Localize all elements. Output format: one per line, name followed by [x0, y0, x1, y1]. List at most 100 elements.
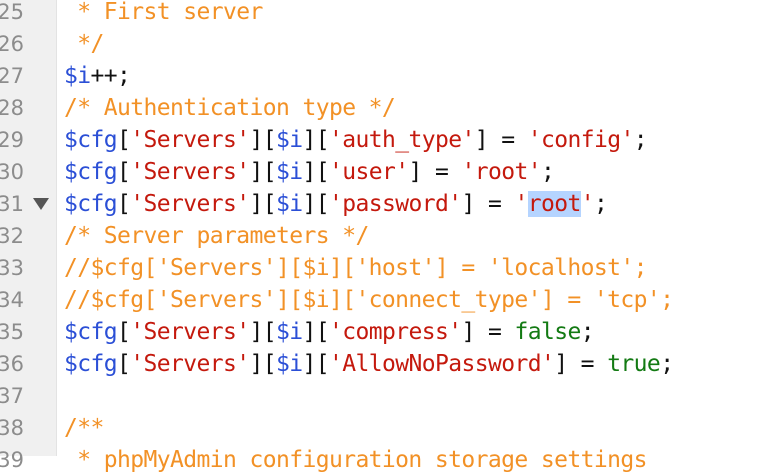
code-token: ][ [302, 191, 329, 217]
code-token: ] = [554, 351, 608, 377]
line-number: 36 [0, 352, 24, 376]
code-line[interactable]: 27 $i++; [0, 60, 770, 92]
code-text[interactable]: $cfg['Servers'][$i]['auth_type'] = 'conf… [64, 124, 648, 156]
code-text[interactable]: $cfg['Servers'][$i]['password'] = 'root'… [64, 188, 608, 220]
line-number: 39 [0, 448, 24, 472]
code-token: 'Servers' [130, 191, 250, 217]
code-line[interactable]: 38/** [0, 412, 770, 444]
code-token: 'Servers' [130, 127, 250, 153]
code-token: 'Servers' [130, 351, 250, 377]
code-line[interactable]: 39 * phpMyAdmin configuration storage se… [0, 444, 770, 476]
code-token: ' [580, 191, 595, 217]
code-line[interactable]: 37 [0, 380, 770, 412]
code-token: 'root' [461, 159, 541, 185]
code-token: $i [275, 351, 303, 377]
code-token: ] = [474, 127, 528, 153]
code-text[interactable]: $cfg['Servers'][$i]['AllowNoPassword'] =… [64, 348, 674, 380]
code-line[interactable]: 26 */ [0, 28, 770, 60]
code-line[interactable]: 33 //$cfg['Servers'][$i]['host'] = 'local… [0, 252, 770, 284]
code-token: ][ [249, 191, 276, 217]
code-token: ][ [302, 159, 329, 185]
code-token: 'AllowNoPassword' [328, 351, 555, 377]
code-text[interactable]: * phpMyAdmin configuration storage setti… [64, 444, 647, 476]
code-token: [ [117, 351, 131, 377]
code-text[interactable]: $cfg['Servers'][$i]['compress'] = false; [64, 316, 595, 348]
code-line[interactable]: 30$cfg['Servers'][$i]['user'] = 'root'; [0, 156, 770, 188]
line-number: 33 [0, 256, 24, 280]
code-token: ][ [302, 319, 329, 345]
code-token: true [607, 351, 661, 377]
code-token: ; [633, 127, 648, 153]
code-token: 'compress' [328, 319, 462, 345]
code-token: $i [275, 127, 303, 153]
line-number-gutter [0, 0, 57, 456]
code-token: 'config' [527, 127, 635, 153]
code-token: ][ [302, 351, 329, 377]
code-text[interactable]: //$cfg['Servers'][$i]['host'] = 'localho… [64, 252, 647, 284]
code-token: //$cfg['Servers'][$i]['connect_type'] = … [64, 287, 674, 313]
code-line[interactable]: 34 //$cfg['Servers'][$i]['connect_type'] … [0, 284, 770, 316]
code-text[interactable]: //$cfg['Servers'][$i]['connect_type'] = … [64, 284, 674, 316]
line-number: 29 [0, 128, 24, 152]
code-line[interactable]: 28 /* Authentication type */ [0, 92, 770, 124]
line-number: 35 [0, 320, 24, 344]
line-number: 30 [0, 160, 24, 184]
code-token: ] = [408, 159, 462, 185]
code-token: $cfg [64, 191, 118, 217]
code-token: $cfg [64, 319, 118, 345]
code-token: 'user' [328, 159, 409, 185]
code-token: /* Server parameters */ [64, 223, 369, 249]
code-token: ; [580, 319, 595, 345]
code-token: [ [117, 319, 131, 345]
code-token: $i [275, 191, 303, 217]
code-token: ' [514, 191, 528, 217]
code-token: //$cfg['Servers'][$i]['host'] = 'localho… [64, 255, 647, 281]
selected-text: root [527, 191, 581, 217]
line-number: 32 [0, 224, 24, 248]
code-line[interactable]: 29$cfg['Servers'][$i]['auth_type'] = 'co… [0, 124, 770, 156]
code-text[interactable]: */ [64, 28, 104, 60]
code-line[interactable]: 31$cfg['Servers'][$i]['password'] = 'roo… [0, 188, 770, 220]
code-line[interactable]: 25 * First server [0, 0, 770, 28]
code-token: * phpMyAdmin configuration storage setti… [64, 447, 647, 473]
code-text[interactable]: /* Authentication type */ [64, 92, 396, 124]
code-token: ; [660, 351, 674, 377]
code-token: $i [275, 319, 303, 345]
code-text[interactable]: $cfg['Servers'][$i]['user'] = 'root'; [64, 156, 555, 188]
code-token: 'Servers' [130, 319, 250, 345]
code-token: 'password' [328, 191, 462, 217]
code-token: ] = [461, 319, 515, 345]
code-token: [ [117, 159, 131, 185]
code-token: false [514, 319, 581, 345]
code-token: ][ [249, 351, 276, 377]
code-token: ][ [249, 319, 276, 345]
code-token: ][ [249, 159, 276, 185]
code-token: 'Servers' [130, 159, 250, 185]
fold-triangle-icon[interactable] [33, 198, 49, 210]
line-number: 34 [0, 288, 24, 312]
code-token: * First server [64, 0, 263, 25]
line-number: 28 [0, 96, 24, 120]
code-token: $cfg [64, 127, 118, 153]
code-token: 'auth_type' [328, 127, 475, 153]
code-text[interactable]: * First server [64, 0, 263, 28]
code-text[interactable]: /** [64, 412, 104, 444]
code-token: ++; [90, 63, 131, 89]
code-token: ; [540, 159, 555, 185]
code-token: $i [275, 159, 303, 185]
line-number: 31 [0, 192, 24, 216]
code-text[interactable]: /* Server parameters */ [64, 220, 369, 252]
code-token: [ [117, 127, 131, 153]
line-number: 26 [0, 32, 24, 56]
code-token: ][ [302, 127, 329, 153]
line-number: 27 [0, 64, 24, 88]
code-text[interactable]: $i++; [64, 60, 131, 92]
line-number: 25 [0, 0, 24, 24]
code-token: ][ [249, 127, 276, 153]
code-line[interactable]: 32 /* Server parameters */ [0, 220, 770, 252]
code-line[interactable]: 36$cfg['Servers'][$i]['AllowNoPassword']… [0, 348, 770, 380]
code-line[interactable]: 35$cfg['Servers'][$i]['compress'] = fals… [0, 316, 770, 348]
code-token: ] = [461, 191, 515, 217]
